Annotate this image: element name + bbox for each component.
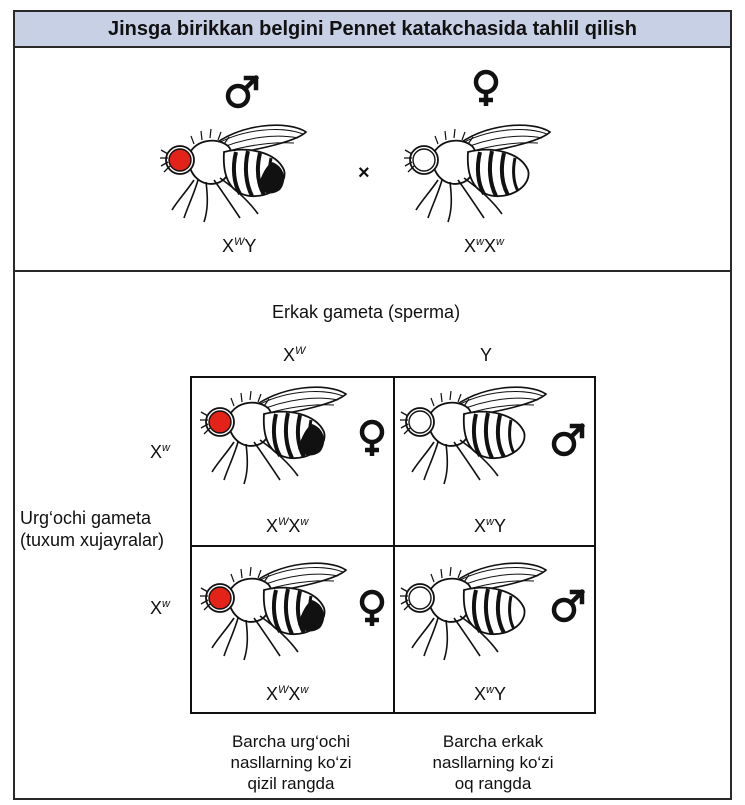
- red-eye: [168, 148, 192, 172]
- caption-male-offspring: Barcha erkak nasllarning ko‘zi oq rangda: [432, 732, 554, 793]
- male-symbol: [225, 74, 260, 109]
- punnett-cell-4-genotype: XwY: [474, 684, 506, 704]
- red-eye: [208, 586, 232, 610]
- female-symbol: [359, 419, 385, 456]
- male-gamete-2: Y: [480, 345, 493, 365]
- female-gamete-label-1: Urg‘ochi gameta: [20, 508, 152, 528]
- offspring-fly-male-2: [398, 561, 548, 661]
- punnett-square: [190, 376, 596, 714]
- caption-female-offspring: Barcha urg‘ochi nasllarning ko‘zi qizil …: [230, 732, 352, 793]
- offspring-fly-female-2: [198, 561, 348, 661]
- female-gamete-1: Xw: [150, 442, 170, 462]
- female-gamete-2: Xw: [150, 598, 170, 618]
- punnett-cell-1-genotype: XWXw: [266, 516, 309, 536]
- cross-symbol: ×: [358, 162, 370, 184]
- male-symbol: [551, 588, 586, 623]
- white-eye: [408, 586, 432, 610]
- male-parent-genotype: XWY: [222, 236, 257, 256]
- female-parent-fly: [402, 123, 552, 223]
- offspring-fly-female-1: [198, 385, 348, 485]
- male-gamete-1: XW: [283, 345, 306, 365]
- punnett-cell-3-genotype: XWXw: [266, 684, 309, 704]
- white-eye: [412, 148, 436, 172]
- female-gamete-label-2: (tuxum xujayralar): [20, 530, 165, 550]
- offspring-fly-male-1: [398, 385, 548, 485]
- female-symbol: [359, 589, 385, 626]
- male-parent-fly: [158, 123, 308, 223]
- male-symbol: [551, 422, 586, 457]
- section-divider: [15, 270, 730, 272]
- male-gamete-header: Erkak gameta (sperma): [272, 302, 461, 322]
- diagram-frame: Jinsga birikkan belgini Pennet katakchas…: [13, 10, 732, 800]
- red-eye: [208, 410, 232, 434]
- diagram-title: Jinsga birikkan belgini Pennet katakchas…: [15, 12, 730, 48]
- female-parent-genotype: XwXw: [464, 236, 504, 256]
- female-symbol: [473, 69, 499, 106]
- white-eye: [408, 410, 432, 434]
- punnett-cell-2-genotype: XwY: [474, 516, 506, 536]
